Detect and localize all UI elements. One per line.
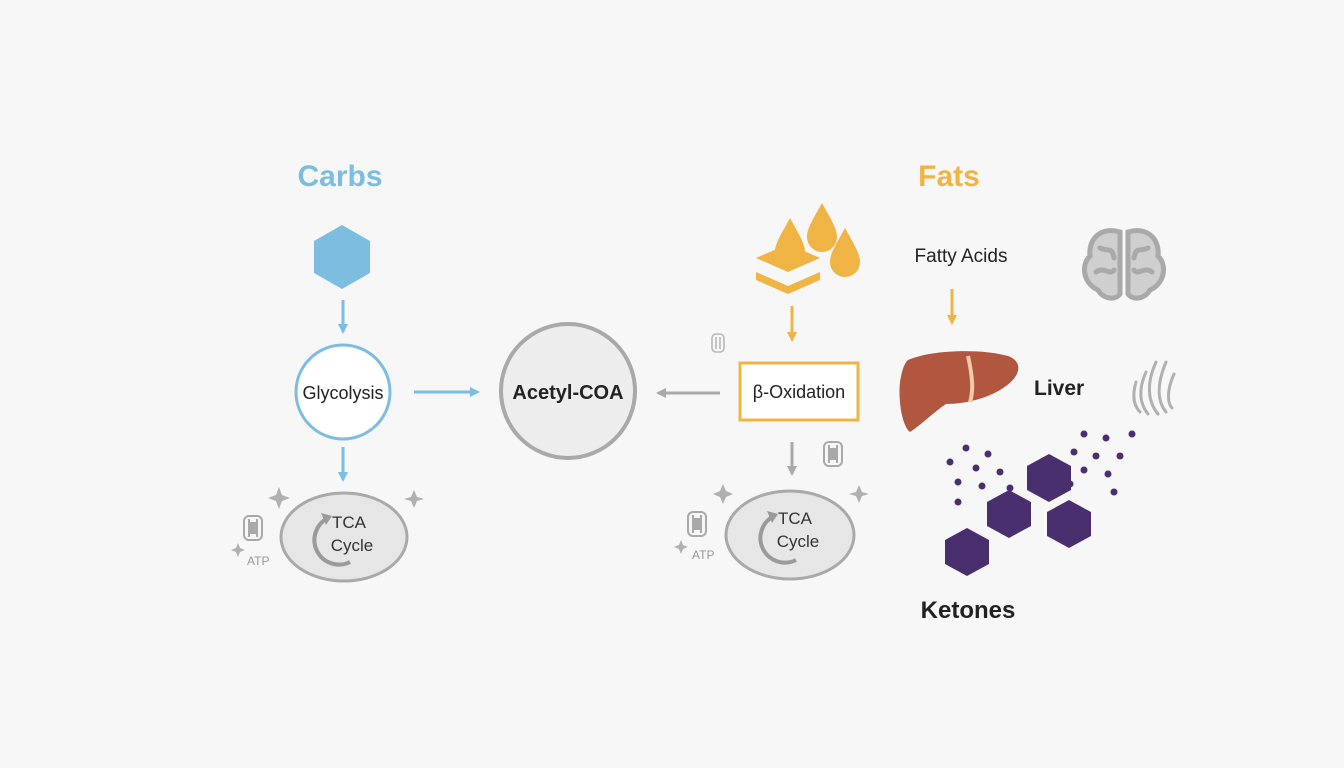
brain-icon [1081,228,1167,301]
fatty-acids-label: Fatty Acids [915,246,1008,267]
fats-heading: Fats [918,160,980,193]
atp-right-label: ATP [692,548,714,562]
mitochondria-icon [711,333,725,353]
muscle-fiber-icon [1132,360,1176,416]
glycolysis-label: Glycolysis [302,383,383,403]
tca-right-line1: TCA [778,509,813,528]
ketone-hexagons [945,454,1091,576]
carbs-heading: Carbs [297,160,382,193]
beta-oxidation-node [738,361,860,422]
sparkle-icon [674,484,869,554]
liver-label: Liver [1034,377,1084,400]
tca-right-line2: Cycle [777,532,820,551]
mitochondria-icon [687,511,707,537]
acetyl-coa-label: Acetyl-COA [512,382,623,404]
liver-icon [899,351,1019,432]
ketone-dots [946,430,1136,506]
glycolysis-node [294,343,392,441]
atp-left-label: ATP [247,554,269,568]
tca-left-line1: TCA [332,513,367,532]
tca-cycle-right-node [724,489,856,581]
tca-left-line2: Cycle [331,536,374,555]
tca-cycle-left-node [279,491,409,583]
cycle-arrow-left-icon [312,516,351,567]
sparkle-icon [231,487,424,557]
acetyl-coa-node [499,322,637,460]
ketones-label: Ketones [921,597,1016,624]
beta-oxidation-label: β-Oxidation [753,382,845,402]
mitochondria-icon [823,441,843,467]
hexagon-icon [314,225,370,289]
fat-droplets-icon [756,203,860,294]
mitochondria-icon [243,515,263,541]
cycle-arrow-right-icon [758,514,797,565]
